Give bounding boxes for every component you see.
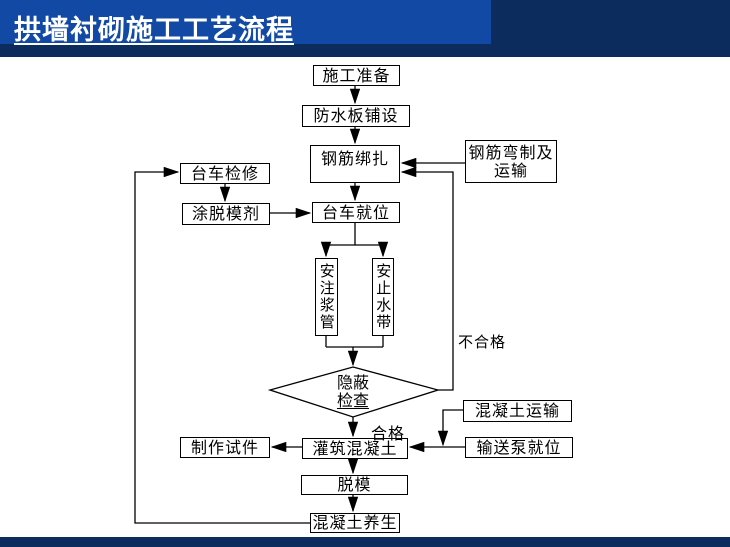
node-rebar-binding: 钢筋绑扎 xyxy=(310,145,400,183)
node-pump-in-place: 输送泵就位 xyxy=(465,437,573,458)
slide-header: 拱墙衬砌施工工艺流程 xyxy=(0,0,730,57)
decision-line1: 隐蔽 xyxy=(336,372,369,392)
label-fail: 不合格 xyxy=(458,333,507,351)
node-install-grout-pipe: 安注浆管 xyxy=(315,258,338,336)
node-rebar-bending-line1: 钢筋弯制及 xyxy=(468,142,554,162)
node-release-agent: 涂脱模剂 xyxy=(182,203,270,225)
node-rebar-bending-transport: 钢筋弯制及 运输 xyxy=(465,140,557,183)
decision-diamond-shape xyxy=(267,366,441,418)
decision-line2: 检查 xyxy=(336,391,369,410)
label-pass: 合格 xyxy=(371,424,406,443)
node-rebar-bending-line2: 运输 xyxy=(493,160,528,180)
conn-transport-merge xyxy=(437,409,463,447)
page-title: 拱墙衬砌施工工艺流程 xyxy=(14,15,294,45)
node-demold: 脱模 xyxy=(301,475,408,495)
header-blue-band xyxy=(0,0,491,44)
node-concrete-curing: 混凝土养生 xyxy=(310,513,400,533)
node-construction-prep: 施工准备 xyxy=(313,65,400,86)
node-install-waterstop: 安止水带 xyxy=(372,258,394,336)
conn-fail-loop xyxy=(400,166,454,391)
node-trolley-maintenance: 台车检修 xyxy=(180,163,270,184)
node-pour-concrete: 灌筑混凝土 xyxy=(302,438,408,459)
slide-footer-band xyxy=(0,537,730,547)
node-concrete-transport: 混凝土运输 xyxy=(463,400,572,422)
conn-curing-maintenance-loop xyxy=(134,166,310,524)
node-waterproof-laying: 防水板铺设 xyxy=(302,105,410,127)
decision-hidden-inspection: 隐蔽 检查 xyxy=(303,371,403,413)
node-make-specimen: 制作试件 xyxy=(180,437,270,458)
node-trolley-in-place: 台车就位 xyxy=(312,202,400,223)
